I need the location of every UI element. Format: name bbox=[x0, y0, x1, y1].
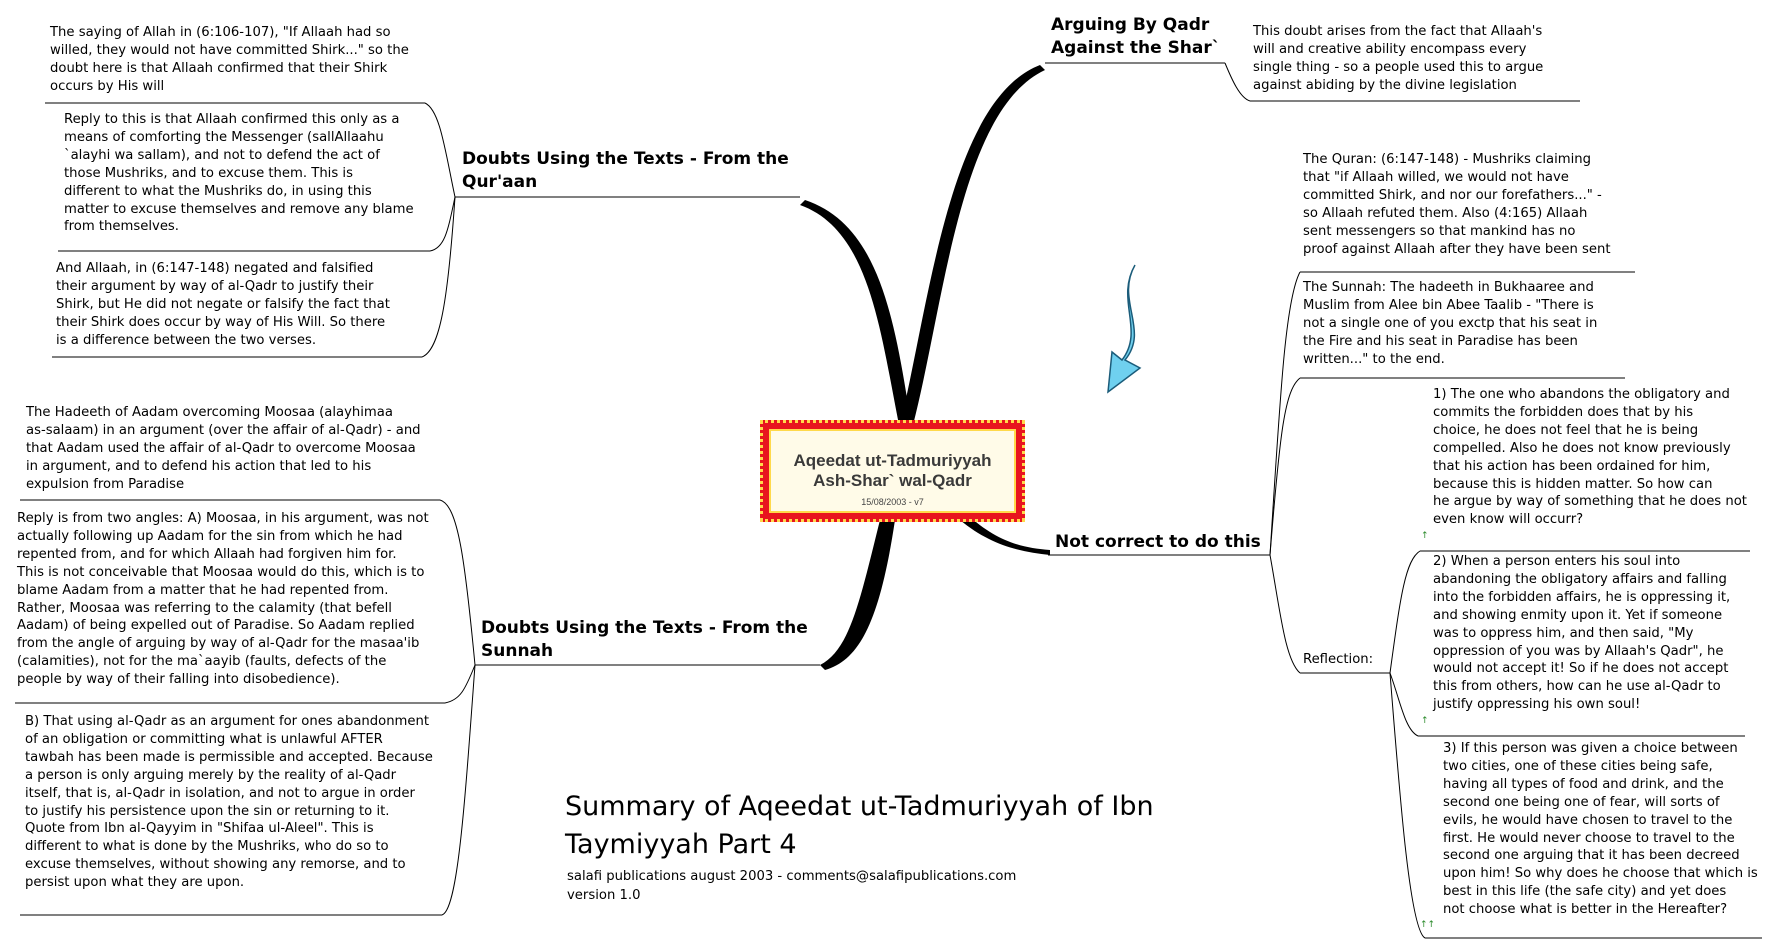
note-sunnah-hadeeth: The Hadeeth of Aadam overcoming Moosaa (… bbox=[26, 405, 421, 492]
summary-version: version 1.0 bbox=[567, 888, 641, 903]
branch-sunnah[interactable]: Doubts Using the Texts - From the Sunnah bbox=[481, 618, 808, 661]
link-quran-1 bbox=[424, 102, 456, 198]
connector-quran bbox=[800, 200, 912, 430]
connector-sunnah bbox=[820, 520, 895, 670]
note-quran-reply: Reply to this is that Allaah confirmed t… bbox=[64, 112, 414, 235]
branch-quran[interactable]: Doubts Using the Texts - From the Qur'aa… bbox=[462, 149, 789, 192]
link-sunnah-2 bbox=[444, 664, 476, 704]
central-title-line2: Ash-Shar` wal-Qadr bbox=[813, 471, 972, 490]
link-sunnah-1 bbox=[439, 499, 476, 666]
reflection-point-3: 3) If this person was given a choice bet… bbox=[1443, 741, 1758, 918]
link-r1 bbox=[1389, 550, 1421, 674]
note-quran-refutation: The Quran: (6:147-148) - Mushriks claimi… bbox=[1303, 152, 1611, 257]
link-quran-3 bbox=[421, 196, 456, 358]
link-quran-2 bbox=[429, 196, 456, 252]
reflection-point-2: 2) When a person enters his soul into ab… bbox=[1433, 554, 1731, 713]
note-sunnah-hadeeth-ali: The Sunnah: The hadeeth in Bukhaaree and… bbox=[1303, 280, 1598, 367]
link-nc-3 bbox=[1269, 554, 1301, 674]
central-date: 15/08/2003 - v7 bbox=[861, 497, 924, 507]
summary-credit: salafi publications august 2003 - commen… bbox=[567, 869, 1017, 884]
note-arguing: This doubt arises from the fact that All… bbox=[1253, 24, 1544, 93]
note-sunnah-reply-b: B) That using al-Qadr as an argument for… bbox=[25, 714, 433, 891]
note-sunnah-reply-a: Reply is from two angles: A) Moosaa, in … bbox=[17, 511, 429, 688]
link-nc-1 bbox=[1269, 271, 1301, 556]
reflection-label[interactable]: Reflection: bbox=[1303, 652, 1374, 667]
marker-icon: ↑ bbox=[1421, 716, 1429, 726]
arrow-decoration bbox=[1107, 264, 1142, 394]
branch-arguing[interactable]: Arguing By Qadr Against the Shar` bbox=[1051, 15, 1221, 58]
reflection-point-1: 1) The one who abandons the obligatory a… bbox=[1433, 387, 1747, 528]
link-nc-2 bbox=[1269, 377, 1301, 556]
link-r2 bbox=[1389, 672, 1419, 737]
note-quran-falsified: And Allaah, in (6:147-148) negated and f… bbox=[56, 261, 390, 348]
link-arguing-1 bbox=[1224, 62, 1251, 102]
link-r3 bbox=[1389, 672, 1426, 939]
central-topic[interactable]: Aqeedat ut-Tadmuriyyah Ash-Shar` wal-Qad… bbox=[760, 420, 1025, 522]
branch-not-correct[interactable]: Not correct to do this bbox=[1055, 532, 1261, 552]
link-sunnah-3 bbox=[441, 664, 476, 916]
central-title-line1: Aqeedat ut-Tadmuriyyah bbox=[793, 451, 992, 470]
marker-icon: ↑ bbox=[1421, 531, 1429, 541]
connector-arguing bbox=[900, 65, 1045, 425]
note-quran-doubt: The saying of Allah in (6:106-107), "If … bbox=[50, 25, 409, 94]
summary-title: Summary of Aqeedat ut-Tadmuriyyah of Ibn… bbox=[565, 791, 1154, 860]
marker-icon: ↑↑ bbox=[1420, 920, 1436, 930]
